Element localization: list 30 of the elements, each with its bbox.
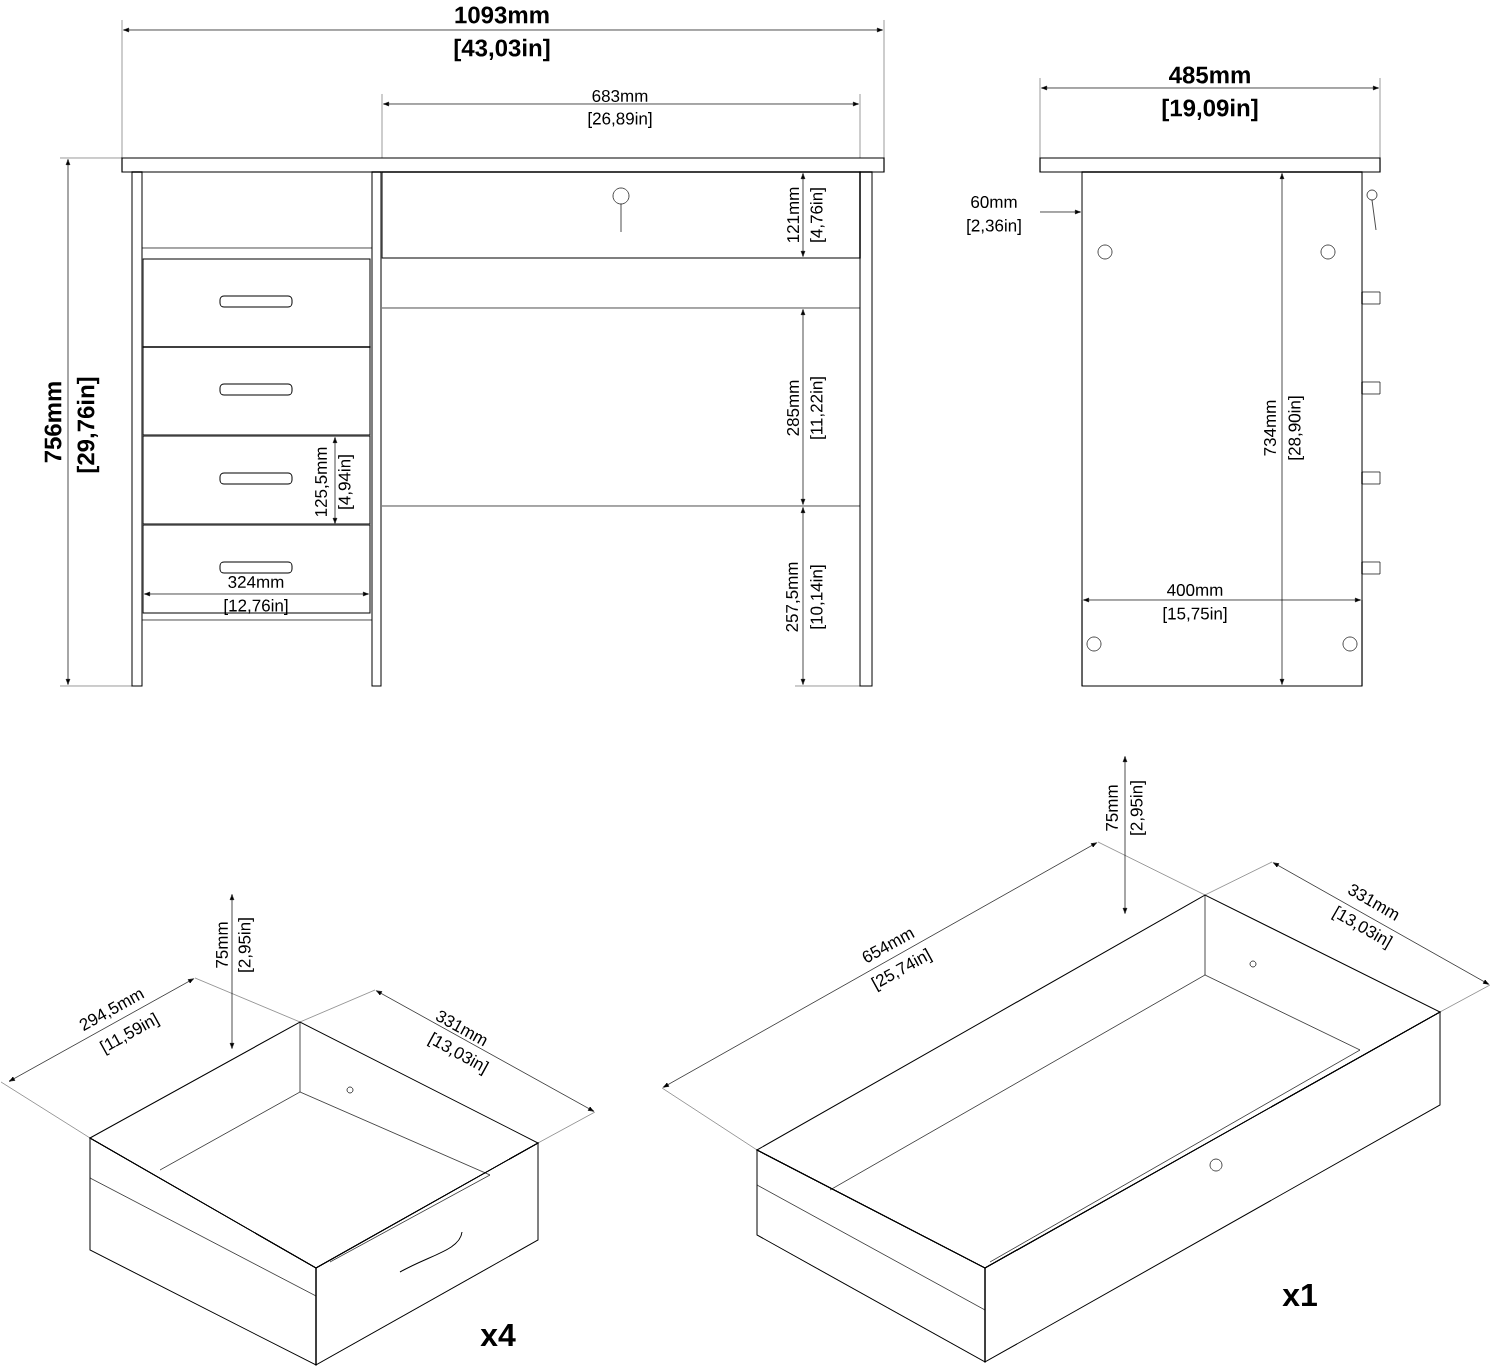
dimension-label: [11,22in] — [810, 377, 826, 439]
dimension-label: 125,5mm — [315, 447, 330, 517]
dimension-label: [43,03in] — [454, 38, 550, 62]
dimension-label: 485mm — [1169, 66, 1250, 84]
dimension-label: 285mm — [787, 380, 800, 436]
dimension-label: [26,89in] — [588, 112, 652, 128]
dimension-label: [4,94in] — [338, 455, 354, 509]
dimension-label: [19,09in] — [1162, 98, 1258, 122]
dimension-label: 756mm — [44, 382, 62, 463]
dimension-label: [2,95in] — [238, 918, 254, 972]
dimension-label: 324mm — [228, 575, 284, 588]
dimension-label: 121mm — [787, 187, 799, 243]
dimension-label: [29,76in] — [76, 377, 100, 473]
dimension-label: 400mm — [1167, 583, 1223, 596]
dimension-label: [2,36in] — [967, 219, 1021, 235]
dimension-label: [15,75in] — [1163, 607, 1227, 623]
dimension-label: 1093mm — [455, 6, 549, 24]
dimension-label: x4 — [480, 1324, 516, 1346]
dimension-label: [28,90in] — [1288, 396, 1304, 460]
dimension-label: [4,76in] — [810, 188, 826, 242]
dimension-label: 683mm — [592, 89, 648, 102]
dimension-label: [10,14in] — [810, 565, 826, 629]
dimension-label: 75mm — [216, 922, 228, 968]
dimension-label: 60mm — [971, 195, 1017, 208]
dimension-label: [12,76in] — [224, 599, 288, 615]
dimension-label: x1 — [1282, 1284, 1317, 1306]
dimension-label: 75mm — [1106, 785, 1118, 831]
dimension-label: [2,95in] — [1130, 781, 1146, 835]
dimension-label: 734mm — [1264, 400, 1277, 456]
dimension-label: 257,5mm — [786, 562, 801, 632]
